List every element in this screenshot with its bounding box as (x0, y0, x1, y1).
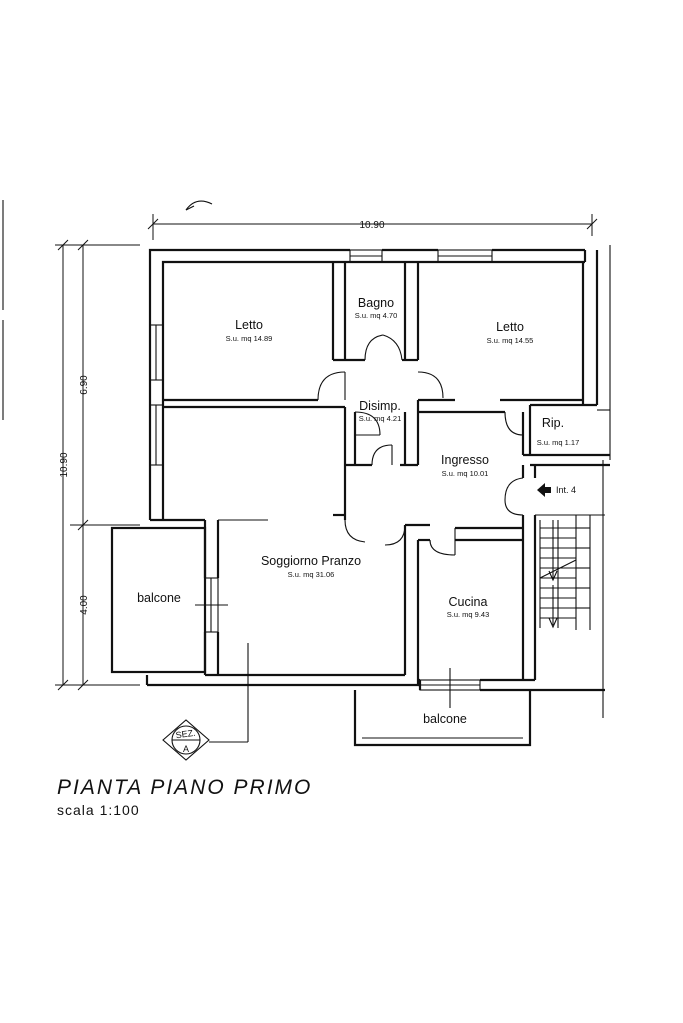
dimension-height-total-label: 10.90 (59, 452, 70, 477)
room-balcone-1-name: balcone (137, 591, 181, 605)
room-cucina-area: S.u. mq 9.43 (447, 610, 490, 619)
room-rip-area: S.u. mq 1.17 (537, 438, 580, 447)
room-bagno-name: Bagno (358, 296, 394, 310)
room-soggiorno-area: S.u. mq 31.06 (288, 570, 335, 579)
room-bagno-area: S.u. mq 4.70 (355, 311, 398, 320)
room-balcone-2-name: balcone (423, 712, 467, 726)
room-ingresso-name: Ingresso (441, 453, 489, 467)
dimension-height-upper-label: 6.90 (79, 375, 90, 395)
section-marker-top: SEZ. (175, 728, 196, 741)
plan-scale: scala 1:100 (57, 802, 140, 818)
section-marker: SEZ. A (162, 643, 249, 761)
room-disimp-name: Disimp. (359, 399, 401, 413)
room-ingresso-area: S.u. mq 10.01 (442, 469, 489, 478)
room-letto-2-area: S.u. mq 14.55 (487, 336, 534, 345)
room-rip-name: Rip. (542, 416, 564, 430)
entrance-arrow-icon (537, 483, 551, 497)
room-letto-1-name: Letto (235, 318, 263, 332)
walls (145, 245, 611, 708)
dimension-lines (2, 200, 598, 691)
plan-title: PIANTA PIANO PRIMO (57, 776, 313, 799)
room-cucina-name: Cucina (449, 595, 488, 609)
room-letto-2-name: Letto (496, 320, 524, 334)
doors (317, 334, 524, 556)
section-marker-bottom: A (183, 744, 189, 754)
staircase (535, 460, 605, 718)
north-arrow-icon (185, 200, 213, 211)
room-disimp-area: S.u. mq 4.21 (359, 414, 402, 423)
room-letto-1-area: S.u. mq 14.89 (226, 334, 273, 343)
dimension-height-lower-label: 4.00 (79, 595, 90, 615)
entrance-label: Int. 4 (556, 485, 576, 495)
dimension-width-label: 10.90 (359, 220, 384, 231)
room-soggiorno-name: Soggiorno Pranzo (261, 554, 361, 568)
balconies (110, 526, 532, 747)
